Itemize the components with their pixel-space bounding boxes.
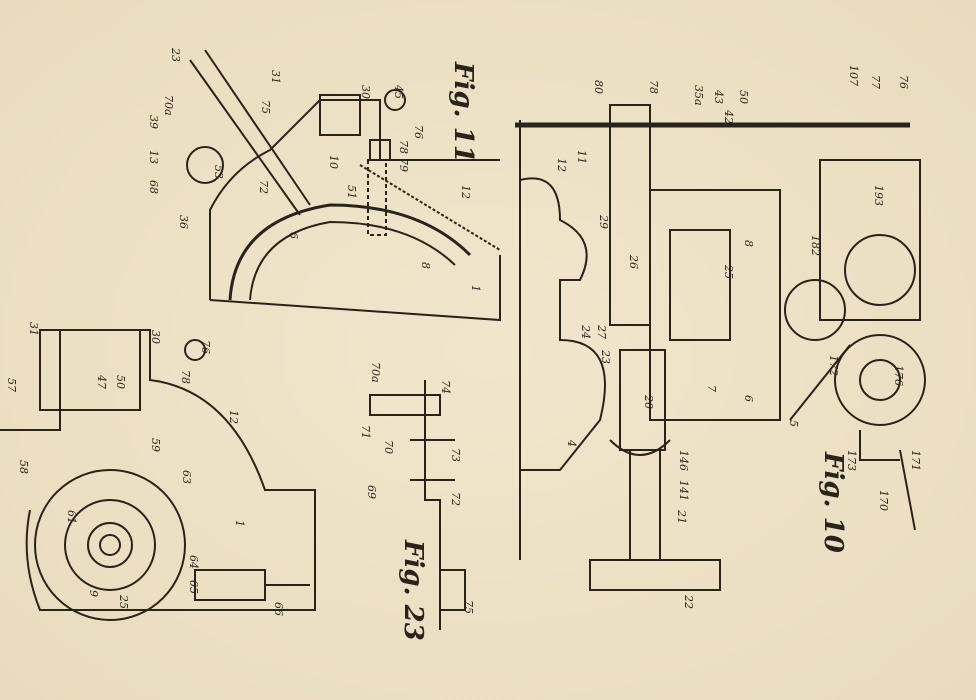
- ref-numeral: 23: [169, 48, 182, 62]
- ref-numeral: 10: [327, 155, 340, 169]
- ref-numeral: 69: [365, 485, 378, 499]
- ref-numeral: 63: [180, 470, 193, 484]
- ref-numeral: 78: [647, 80, 660, 94]
- ref-numeral: 9: [87, 590, 100, 597]
- ref-numeral: 12: [459, 185, 472, 199]
- left-fig-drawing: [0, 329, 316, 621]
- ref-numeral: 8: [419, 262, 432, 269]
- ref-numeral: 141: [677, 480, 690, 501]
- ref-numeral: 171: [909, 450, 922, 471]
- ref-numeral: 13: [147, 150, 160, 164]
- ref-numeral: 23: [599, 350, 612, 364]
- ref-numeral: 57: [5, 378, 18, 392]
- ref-numeral: 74: [439, 380, 452, 394]
- ref-numeral: 107: [847, 65, 860, 86]
- ref-numeral: 39: [147, 115, 160, 129]
- ref-numeral: 75: [462, 600, 475, 614]
- ref-numeral: 73: [449, 448, 462, 462]
- ref-numeral: 4: [565, 440, 578, 447]
- ref-numeral: 26: [627, 255, 640, 269]
- ref-numeral: 43: [712, 90, 725, 104]
- ref-numeral: 193: [872, 185, 885, 206]
- fig23-drawing: [369, 380, 466, 630]
- ref-numeral: 1: [469, 285, 482, 292]
- ref-numeral: 64: [187, 555, 200, 569]
- ref-numeral: 76: [199, 340, 212, 354]
- ref-numeral: 173: [845, 450, 858, 471]
- ref-numeral: 146: [677, 450, 690, 471]
- ref-numeral: 25: [117, 595, 130, 609]
- fig11-label: Fig. 11: [448, 62, 478, 163]
- ref-numeral: 6: [742, 395, 755, 402]
- ref-numeral: 36: [177, 215, 190, 229]
- ref-numeral: 8: [742, 240, 755, 247]
- ref-numeral: 47: [95, 375, 108, 389]
- ref-numeral: 12: [227, 410, 240, 424]
- ref-numeral: 30: [149, 330, 162, 344]
- ref-numeral: 1: [233, 520, 246, 527]
- ref-numeral: 70a: [369, 362, 382, 383]
- ref-numeral: 78: [179, 370, 192, 384]
- ref-numeral: 25: [722, 265, 735, 279]
- fig10-label: Fig. 10: [818, 452, 848, 553]
- ref-numeral: 70: [382, 440, 395, 454]
- ref-numeral: 11: [575, 150, 588, 164]
- ref-numeral: 50: [737, 90, 750, 104]
- ref-numeral: 71: [359, 425, 372, 439]
- ref-numeral: 78: [397, 140, 410, 154]
- ref-numeral: 53: [212, 165, 225, 179]
- ref-numeral: 31: [27, 322, 40, 336]
- ref-numeral: 65: [187, 580, 200, 594]
- ref-numeral: 176: [892, 365, 905, 386]
- ref-numeral: 31: [269, 70, 282, 84]
- ref-numeral: 21: [675, 510, 688, 524]
- fig11-drawing: [186, 49, 501, 322]
- ref-numeral: 42: [722, 110, 735, 124]
- ref-numeral: 172: [827, 355, 840, 376]
- ref-numeral: 70a: [162, 95, 175, 116]
- ref-numeral: 45: [392, 85, 405, 99]
- ref-numeral: 76: [412, 125, 425, 139]
- fig23-label: Fig. 23: [398, 540, 428, 641]
- ref-numeral: 80: [592, 80, 605, 94]
- ref-numeral: 66: [272, 602, 285, 616]
- ref-numeral: 22: [682, 595, 695, 609]
- ref-numeral: 61: [65, 510, 78, 524]
- ref-numeral: 72: [449, 492, 462, 506]
- ref-numeral: 6: [287, 232, 300, 239]
- ref-numeral: 59: [149, 438, 162, 452]
- ref-numeral: 27: [595, 325, 608, 339]
- ref-numeral: 51: [345, 185, 358, 199]
- ref-numeral: 5: [787, 420, 800, 427]
- ref-numeral: 58: [17, 460, 30, 474]
- ref-numeral: 35a: [692, 85, 705, 106]
- ref-numeral: 68: [147, 180, 160, 194]
- ref-numeral: 29: [597, 215, 610, 229]
- ref-numeral: 30: [359, 85, 372, 99]
- ref-numeral: 77: [869, 75, 882, 89]
- ref-numeral: 72: [257, 180, 270, 194]
- ref-numeral: 182: [809, 235, 822, 256]
- ref-numeral: 76: [897, 75, 910, 89]
- ref-numeral: 7: [705, 385, 718, 392]
- ref-numeral: 12: [555, 158, 568, 172]
- ref-numeral: 75: [259, 100, 272, 114]
- ref-numeral: 50: [114, 375, 127, 389]
- ref-numeral: 20: [642, 395, 655, 409]
- fig10-drawing: [515, 104, 926, 591]
- ref-numeral: 170: [877, 490, 890, 511]
- ref-numeral: 79: [397, 158, 410, 172]
- ref-numeral: 24: [579, 325, 592, 339]
